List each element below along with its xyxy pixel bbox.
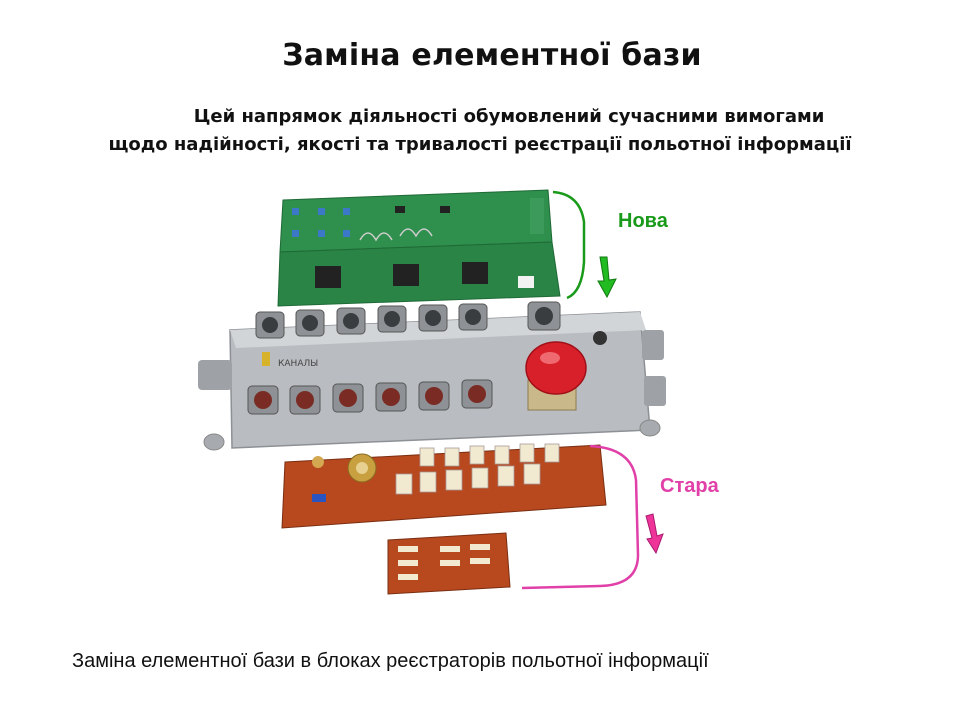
old-bracket-arrow — [521, 444, 664, 590]
red-protective-cap — [525, 331, 607, 411]
new-bracket-arrow — [552, 190, 617, 300]
subtitle-line-2: щодо надійності, якості та тривалості ре… — [108, 134, 852, 155]
connector-row-bottom — [247, 379, 493, 415]
slide-subtitle: Цей напрямок діяльності обумовлений суча… — [40, 103, 920, 159]
subtitle-line-1: Цей напрямок діяльності обумовлений суча… — [193, 106, 825, 127]
slide-title: Заміна елементної бази — [282, 38, 702, 73]
connector-row-top — [255, 301, 561, 339]
device-panel-label: КАНАЛЫ — [278, 359, 318, 369]
new-circuit-board — [277, 189, 561, 307]
label-old: Стара — [660, 475, 719, 497]
recorder-unit-illustration: КАНАЛЫ — [198, 189, 666, 595]
label-new: Нова — [618, 210, 668, 232]
slide-caption: Заміна елементної бази в блоках реєстрат… — [72, 650, 709, 672]
old-circuit-board — [281, 443, 607, 595]
